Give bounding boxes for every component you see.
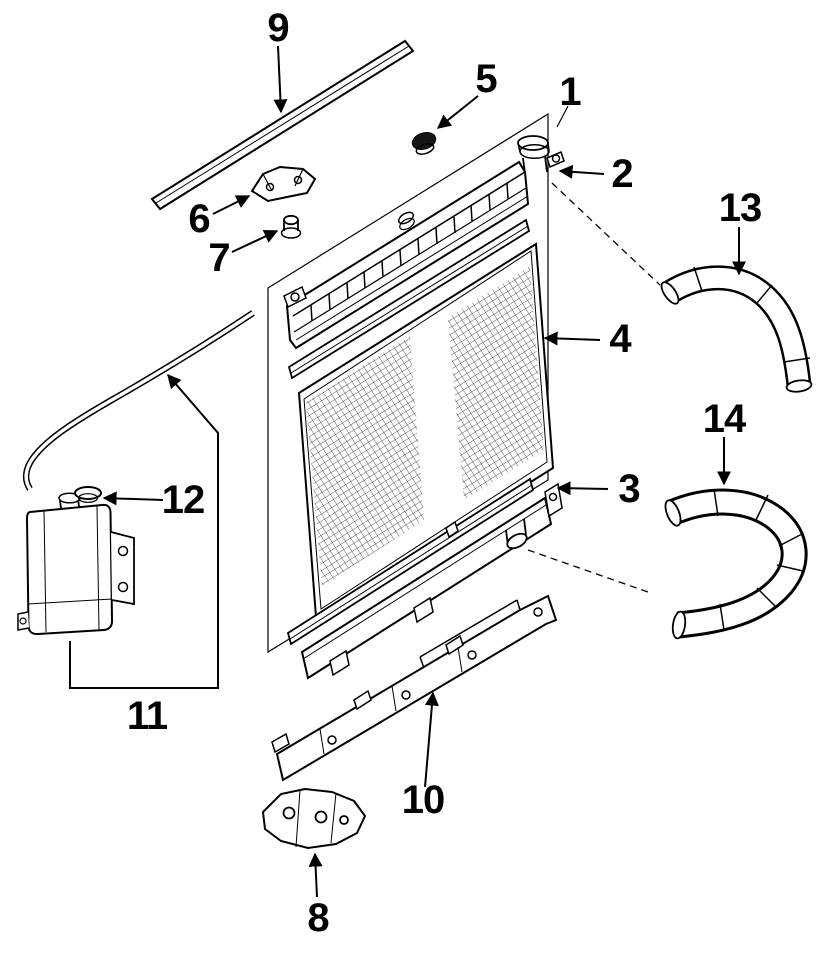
reservoir-tank-11 <box>17 492 135 636</box>
callout-1[interactable]: 1 <box>559 70 581 114</box>
bracket-8 <box>261 787 367 850</box>
leader-lines <box>69 45 746 898</box>
leader-12 <box>102 491 164 506</box>
cap-5 <box>411 132 437 155</box>
callout-11[interactable]: 11 <box>126 694 168 738</box>
filler-neck-2 <box>517 135 565 175</box>
dashed-locator-lines <box>527 182 661 593</box>
callout-14[interactable]: 14 <box>702 397 746 441</box>
top-seal-strip <box>287 218 531 380</box>
callout-5[interactable]: 5 <box>475 57 497 101</box>
leader-3 <box>556 481 609 496</box>
leader-6 <box>212 195 251 215</box>
mount-7 <box>280 214 302 239</box>
callout-7[interactable]: 7 <box>208 236 230 280</box>
seal-strip-9 <box>150 39 415 211</box>
lower-support-10 <box>271 594 558 782</box>
callout-3[interactable]: 3 <box>618 467 640 511</box>
bracket-6 <box>250 165 317 203</box>
lower-hose-14 <box>664 488 808 640</box>
overflow-tube <box>22 310 255 491</box>
leader-10 <box>424 691 439 788</box>
callout-8[interactable]: 8 <box>307 896 329 940</box>
leader-9 <box>273 45 288 114</box>
leader-8 <box>308 852 323 898</box>
upper-hose-13 <box>660 265 813 393</box>
callout-12[interactable]: 12 <box>161 478 205 522</box>
leader-11 <box>69 373 219 689</box>
leader-4 <box>543 331 601 346</box>
callout-9[interactable]: 9 <box>267 6 289 50</box>
callout-2[interactable]: 2 <box>611 152 633 196</box>
leader-7 <box>231 229 279 253</box>
assembly-outline-box <box>267 105 569 654</box>
radiator-top-tank <box>283 160 530 350</box>
callout-6[interactable]: 6 <box>188 197 210 241</box>
radiator-core-4 <box>297 242 555 619</box>
reservoir-cap-12 <box>74 486 102 503</box>
leader-5 <box>436 95 479 129</box>
callout-4[interactable]: 4 <box>609 317 631 361</box>
callout-10[interactable]: 10 <box>401 778 445 822</box>
callout-13[interactable]: 13 <box>718 186 762 230</box>
leader-2 <box>558 164 605 179</box>
